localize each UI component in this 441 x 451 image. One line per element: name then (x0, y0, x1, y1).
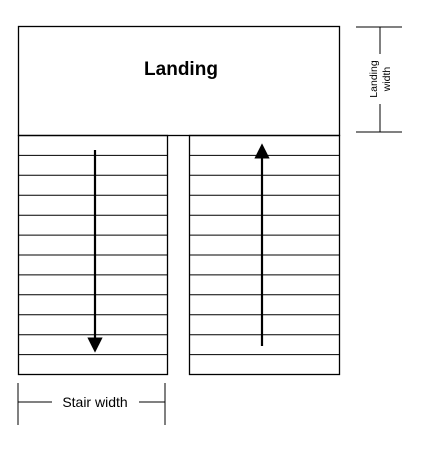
left-flight-treads (18, 154, 168, 356)
landing-width-label-line2: width (381, 67, 393, 93)
left-flight (17, 134, 169, 376)
right-flight (188, 134, 341, 376)
right-flight-treads (189, 154, 340, 356)
landing-width-label-line1: Landing (368, 60, 380, 98)
stair-width-dimension: Stair width (17, 383, 166, 425)
stair-width-label: Stair width (62, 394, 127, 410)
landing-rect (17, 25, 341, 137)
landing-width-dimension: Landing width (356, 26, 402, 133)
landing-label: Landing (144, 59, 218, 80)
